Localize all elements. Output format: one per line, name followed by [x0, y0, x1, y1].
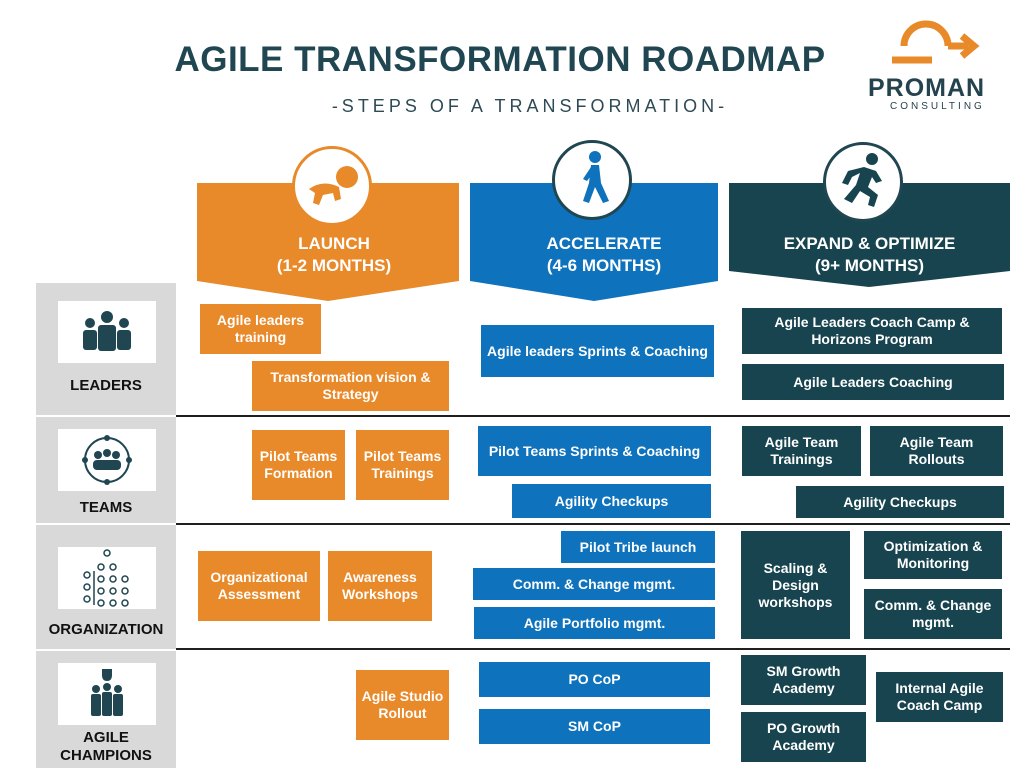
row-band-teams: TEAMS: [36, 417, 176, 523]
phase-expand: EXPAND & OPTIMIZE (9+ MONTHS): [729, 183, 1010, 289]
phase-duration: (1-2 MONTHS): [276, 256, 392, 275]
phase-banner-launch: [197, 183, 459, 301]
box-internal-coach-camp: Internal Agile Coach Camp: [876, 672, 1003, 722]
row-band-organization: ORGANIZATION: [36, 525, 176, 649]
phase-title: LAUNCH: [298, 234, 370, 253]
phase-banner-expand: [729, 183, 1010, 287]
org-chart-icon: [58, 547, 156, 609]
box-pilot-teams-trainings: Pilot Teams Trainings: [356, 430, 449, 500]
row-label-line: CHAMPIONS: [60, 747, 152, 764]
box-transformation-vision: Transformation vision & Strategy: [252, 361, 449, 411]
box-agile-team-trainings: Agile Team Trainings: [742, 426, 861, 476]
leaders-group-icon: [58, 301, 156, 363]
box-pilot-tribe-launch: Pilot Tribe launch: [561, 531, 715, 563]
phase-duration: (9+ MONTHS): [814, 256, 925, 275]
box-agility-checkups-1: Agility Checkups: [512, 484, 711, 518]
row-label-line: AGILE: [83, 729, 129, 746]
box-leaders-coach-camp: Agile Leaders Coach Camp & Horizons Prog…: [742, 308, 1002, 354]
champions-trophy-icon: [58, 663, 156, 725]
row-divider: [176, 648, 1010, 650]
proman-logo-icon: [892, 20, 980, 64]
row-label-champions: AGILE CHAMPIONS: [36, 729, 176, 765]
box-optimization-monitoring: Optimization & Monitoring: [864, 531, 1002, 579]
row-band-leaders: LEADERS: [36, 283, 176, 415]
box-awareness-workshops: Awareness Workshops: [328, 551, 432, 621]
box-agile-studio-rollout: Agile Studio Rollout: [356, 670, 449, 740]
running-person-icon: [823, 142, 903, 222]
box-agile-portfolio: Agile Portfolio mgmt.: [474, 607, 715, 639]
walking-person-icon: [552, 140, 632, 220]
logo-name: PROMAN: [868, 74, 986, 102]
phase-launch: LAUNCH (1-2 MONTHS): [197, 183, 471, 303]
box-sm-cop: SM CoP: [479, 709, 710, 744]
row-band-champions: AGILE CHAMPIONS: [36, 651, 176, 768]
box-agile-team-rollouts: Agile Team Rollouts: [870, 426, 1003, 476]
phase-title: EXPAND & OPTIMIZE: [783, 234, 956, 253]
row-label-organization: ORGANIZATION: [48, 621, 164, 638]
box-sm-growth-academy: SM Growth Academy: [741, 655, 866, 705]
box-agility-checkups-2: Agility Checkups: [796, 486, 1004, 518]
row-label-leaders: LEADERS: [70, 377, 142, 394]
box-po-cop: PO CoP: [479, 662, 710, 697]
phase-duration: (4-6 MONTHS): [546, 256, 662, 275]
box-pilot-teams-sprints: Pilot Teams Sprints & Coaching: [478, 426, 711, 476]
crawling-baby-icon: [292, 146, 372, 226]
box-comm-change-2: Comm. & Change mgmt.: [864, 589, 1002, 639]
box-pilot-teams-formation: Pilot Teams Formation: [252, 430, 345, 500]
box-scaling-design: Scaling & Design workshops: [741, 531, 850, 639]
team-circle-icon: [58, 429, 156, 491]
phase-banner-accelerate: [470, 183, 718, 301]
box-leaders-coaching: Agile Leaders Coaching: [742, 364, 1004, 400]
page-subtitle: -STEPS OF A TRANSFORMATION-: [331, 96, 729, 116]
box-comm-change-1: Comm. & Change mgmt.: [473, 568, 715, 600]
row-divider: [176, 523, 1010, 525]
phase-accelerate: ACCELERATE (4-6 MONTHS): [470, 183, 738, 303]
row-label-teams: TEAMS: [79, 499, 133, 516]
box-agile-leaders-sprints: Agile leaders Sprints & Coaching: [481, 325, 714, 377]
logo-subtitle: CONSULTING: [890, 101, 985, 112]
box-organizational-assessment: Organizational Assessment: [198, 551, 320, 621]
box-agile-leaders-training: Agile leaders training: [200, 304, 321, 354]
phase-title: ACCELERATE: [546, 234, 662, 253]
page-title: AGILE TRANSFORMATION ROADMAP: [174, 40, 826, 79]
row-divider: [176, 415, 1010, 417]
box-po-growth-academy: PO Growth Academy: [741, 712, 866, 762]
